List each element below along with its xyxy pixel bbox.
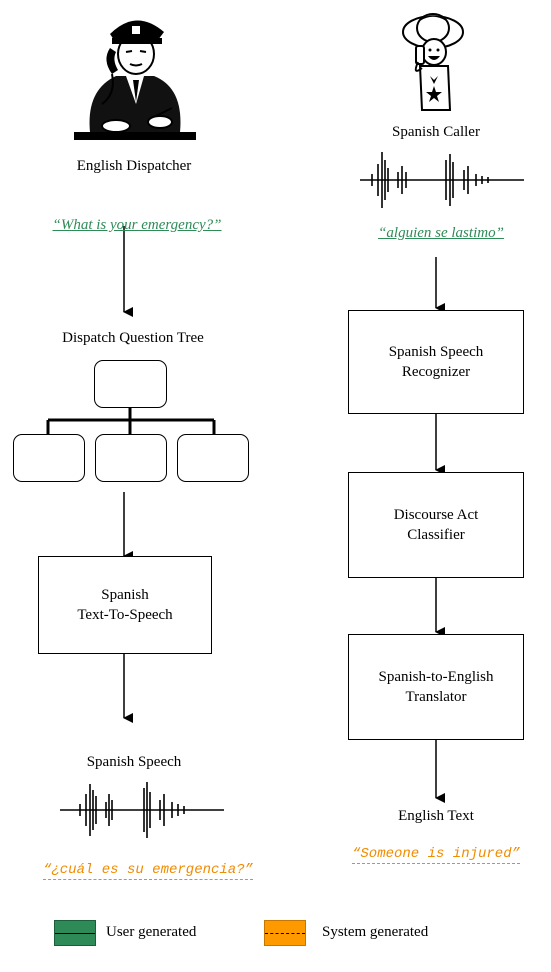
question-tree-label: Dispatch Question Tree	[62, 330, 204, 346]
english-result-text: “Someone is injured”	[351, 846, 521, 864]
dispatcher-illustration	[74, 20, 196, 140]
caller-illustration	[402, 13, 464, 111]
classifier-box-line-2: Classifier	[407, 527, 465, 543]
spanish-utterance-text: “alguien se lastimo”	[378, 225, 504, 241]
tree-root-node	[94, 360, 167, 408]
speech-recognizer-box: Spanish Speech Recognizer	[348, 310, 524, 414]
spanish-speech-label: Spanish Speech	[86, 754, 182, 770]
recognizer-box-line-2: Recognizer	[401, 364, 471, 380]
tree-child-node-1	[13, 434, 85, 482]
english-text-label: English Text	[398, 808, 474, 824]
translator-box-line-2: Translator	[405, 689, 467, 705]
user-generated-label: User generated	[106, 924, 197, 940]
english-question-wrap: “What is your emergency?”	[14, 216, 260, 234]
spanish-utterance-wrap: “alguien se lastimo”	[346, 224, 536, 242]
tts-box-line-2: Text-To-Speech	[77, 607, 173, 623]
spanish-speech-waveform	[60, 782, 224, 838]
tts-box-line-1: Spanish	[101, 587, 149, 603]
system-generated-label: System generated	[322, 924, 429, 940]
caller-label: Spanish Caller	[392, 124, 480, 140]
spanish-question-wrap: “¿cuál es su emergencia?”	[10, 860, 286, 880]
tree-child-node-3	[177, 434, 249, 482]
tree-child-node-2	[95, 434, 167, 482]
classifier-box-line-1: Discourse Act	[393, 507, 479, 523]
caller-waveform	[360, 152, 524, 208]
recognizer-box-line-1: Spanish Speech	[388, 344, 484, 360]
translator-box: Spanish-to-English Translator	[348, 634, 524, 740]
english-result-wrap: “Someone is injured”	[322, 844, 550, 864]
translator-box-line-1: Spanish-to-English	[378, 669, 494, 685]
discourse-classifier-box: Discourse Act Classifier	[348, 472, 524, 578]
tts-box: Spanish Text-To-Speech	[38, 556, 212, 654]
user-generated-swatch	[54, 920, 96, 946]
spanish-question-text: “¿cuál es su emergencia?”	[42, 862, 254, 880]
system-generated-swatch	[264, 920, 306, 946]
dispatcher-label: English Dispatcher	[76, 158, 192, 174]
english-question-text: “What is your emergency?”	[52, 217, 222, 233]
